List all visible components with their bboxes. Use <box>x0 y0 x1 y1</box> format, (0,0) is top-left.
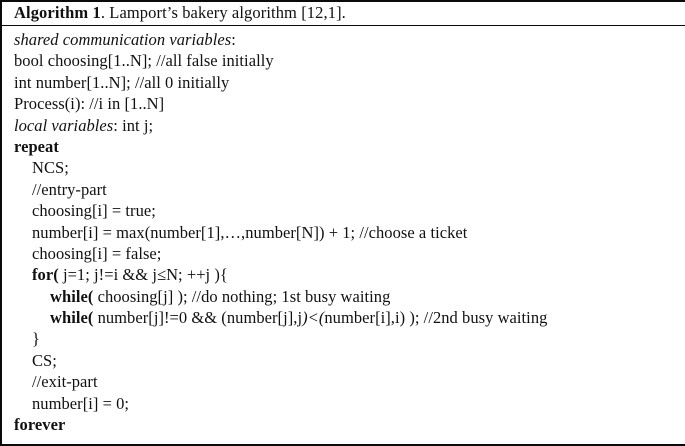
code-segment: number[i],i) ); //2nd busy waiting <box>324 308 548 328</box>
code-segment: int number[1..N]; //all 0 initially <box>14 72 230 92</box>
code-segment: number[i] = max(number[1],…,number[N]) +… <box>32 222 468 242</box>
code-segment: CS; <box>32 350 57 370</box>
code-segment: while( <box>50 308 94 328</box>
code-segment: local variables <box>14 115 114 135</box>
algorithm-code-body: shared communication variables:bool choo… <box>0 26 685 435</box>
code-segment: Process(i): //i in [1..N] <box>14 94 165 114</box>
code-line: int number[1..N]; //all 0 initially <box>0 72 685 93</box>
code-line: Process(i): //i in [1..N] <box>0 93 685 114</box>
code-segment: forever <box>14 415 66 435</box>
code-segment: )<( <box>302 308 325 328</box>
code-line: choosing[i] = false; <box>0 243 685 264</box>
code-line: number[i] = max(number[1],…,number[N]) +… <box>0 222 685 243</box>
code-line: repeat <box>0 136 685 157</box>
code-line: choosing[i] = true; <box>0 200 685 221</box>
code-line: //entry-part <box>0 179 685 200</box>
code-segment: for( <box>32 265 59 285</box>
code-line: bool choosing[1..N]; //all false initial… <box>0 50 685 71</box>
code-segment: choosing[j] ); //do nothing; 1st busy wa… <box>93 286 391 306</box>
code-segment: number[j]!=0 && (number[j],j <box>93 308 303 328</box>
code-line: CS; <box>0 350 685 371</box>
code-segment: number[i] = 0; <box>32 393 130 413</box>
code-segment: while( <box>50 286 94 306</box>
code-segment: j=1; j!=i && j≤N; ++j ){ <box>58 265 228 285</box>
code-line: shared communication variables: <box>0 29 685 50</box>
code-line: //exit-part <box>0 371 685 392</box>
code-segment: } <box>32 329 40 349</box>
code-segment: choosing[i] = true; <box>32 201 156 221</box>
code-segment: : <box>231 30 236 49</box>
code-segment: repeat <box>14 136 59 156</box>
code-segment: //exit-part <box>32 372 98 392</box>
code-segment: bool choosing[1..N]; //all false initial… <box>14 51 274 71</box>
code-line: for( j=1; j!=i && j≤N; ++j ){ <box>0 264 685 285</box>
code-segment: NCS; <box>32 158 69 178</box>
algorithm-caption-text: . Lamport’s bakery algorithm [12,1]. <box>100 3 346 22</box>
code-segment: choosing[i] = false; <box>32 243 162 263</box>
code-line: } <box>0 328 685 349</box>
algorithm-caption: Algorithm 1. Lamport’s bakery algorithm … <box>0 2 685 26</box>
code-line: local variables: int j; <box>0 115 685 136</box>
code-segment: shared communication variables <box>14 30 232 49</box>
code-line: NCS; <box>0 157 685 178</box>
code-line: while( choosing[j] ); //do nothing; 1st … <box>0 286 685 307</box>
code-segment: //entry-part <box>32 179 107 199</box>
algorithm-caption-label: Algorithm 1 <box>14 3 101 22</box>
code-segment: : int j; <box>113 115 154 135</box>
code-line: while( number[j]!=0 && (number[j],j)<(nu… <box>0 307 685 328</box>
code-line: forever <box>0 414 685 435</box>
code-line: number[i] = 0; <box>0 393 685 414</box>
